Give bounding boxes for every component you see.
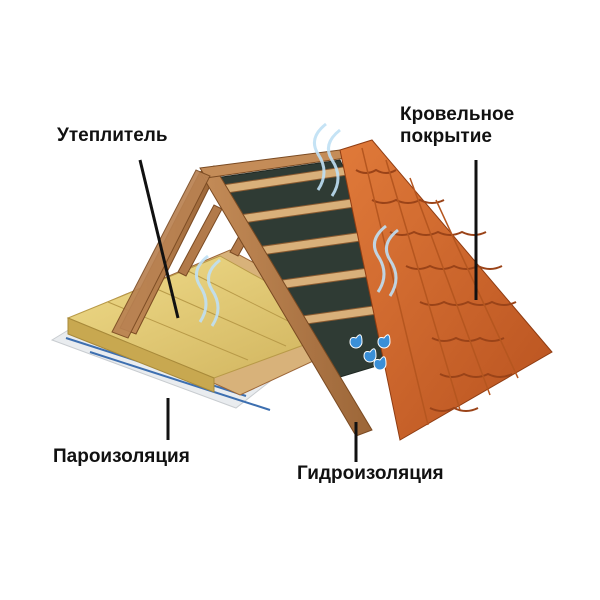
water-drops: [349, 334, 391, 371]
air-flow-arrows: [194, 122, 399, 327]
leader-insulation: [138, 159, 180, 319]
insulation-slab-front: [67, 317, 215, 393]
label-waterproofing: Гидроизоляция: [297, 463, 444, 484]
label-insulation: Утеплитель: [57, 125, 168, 146]
label-roofing-line1: Кровельное: [400, 104, 515, 125]
front-left-rafter: [111, 169, 211, 339]
label-roofing: Кровельное покрытие: [400, 104, 514, 148]
label-vapor-barrier: Пароизоляция: [53, 446, 190, 467]
label-roofing-line2: покрытие: [400, 126, 492, 147]
roof-tiles: [339, 139, 553, 441]
leader-lines: [138, 159, 478, 462]
tile-rows: [355, 168, 517, 412]
